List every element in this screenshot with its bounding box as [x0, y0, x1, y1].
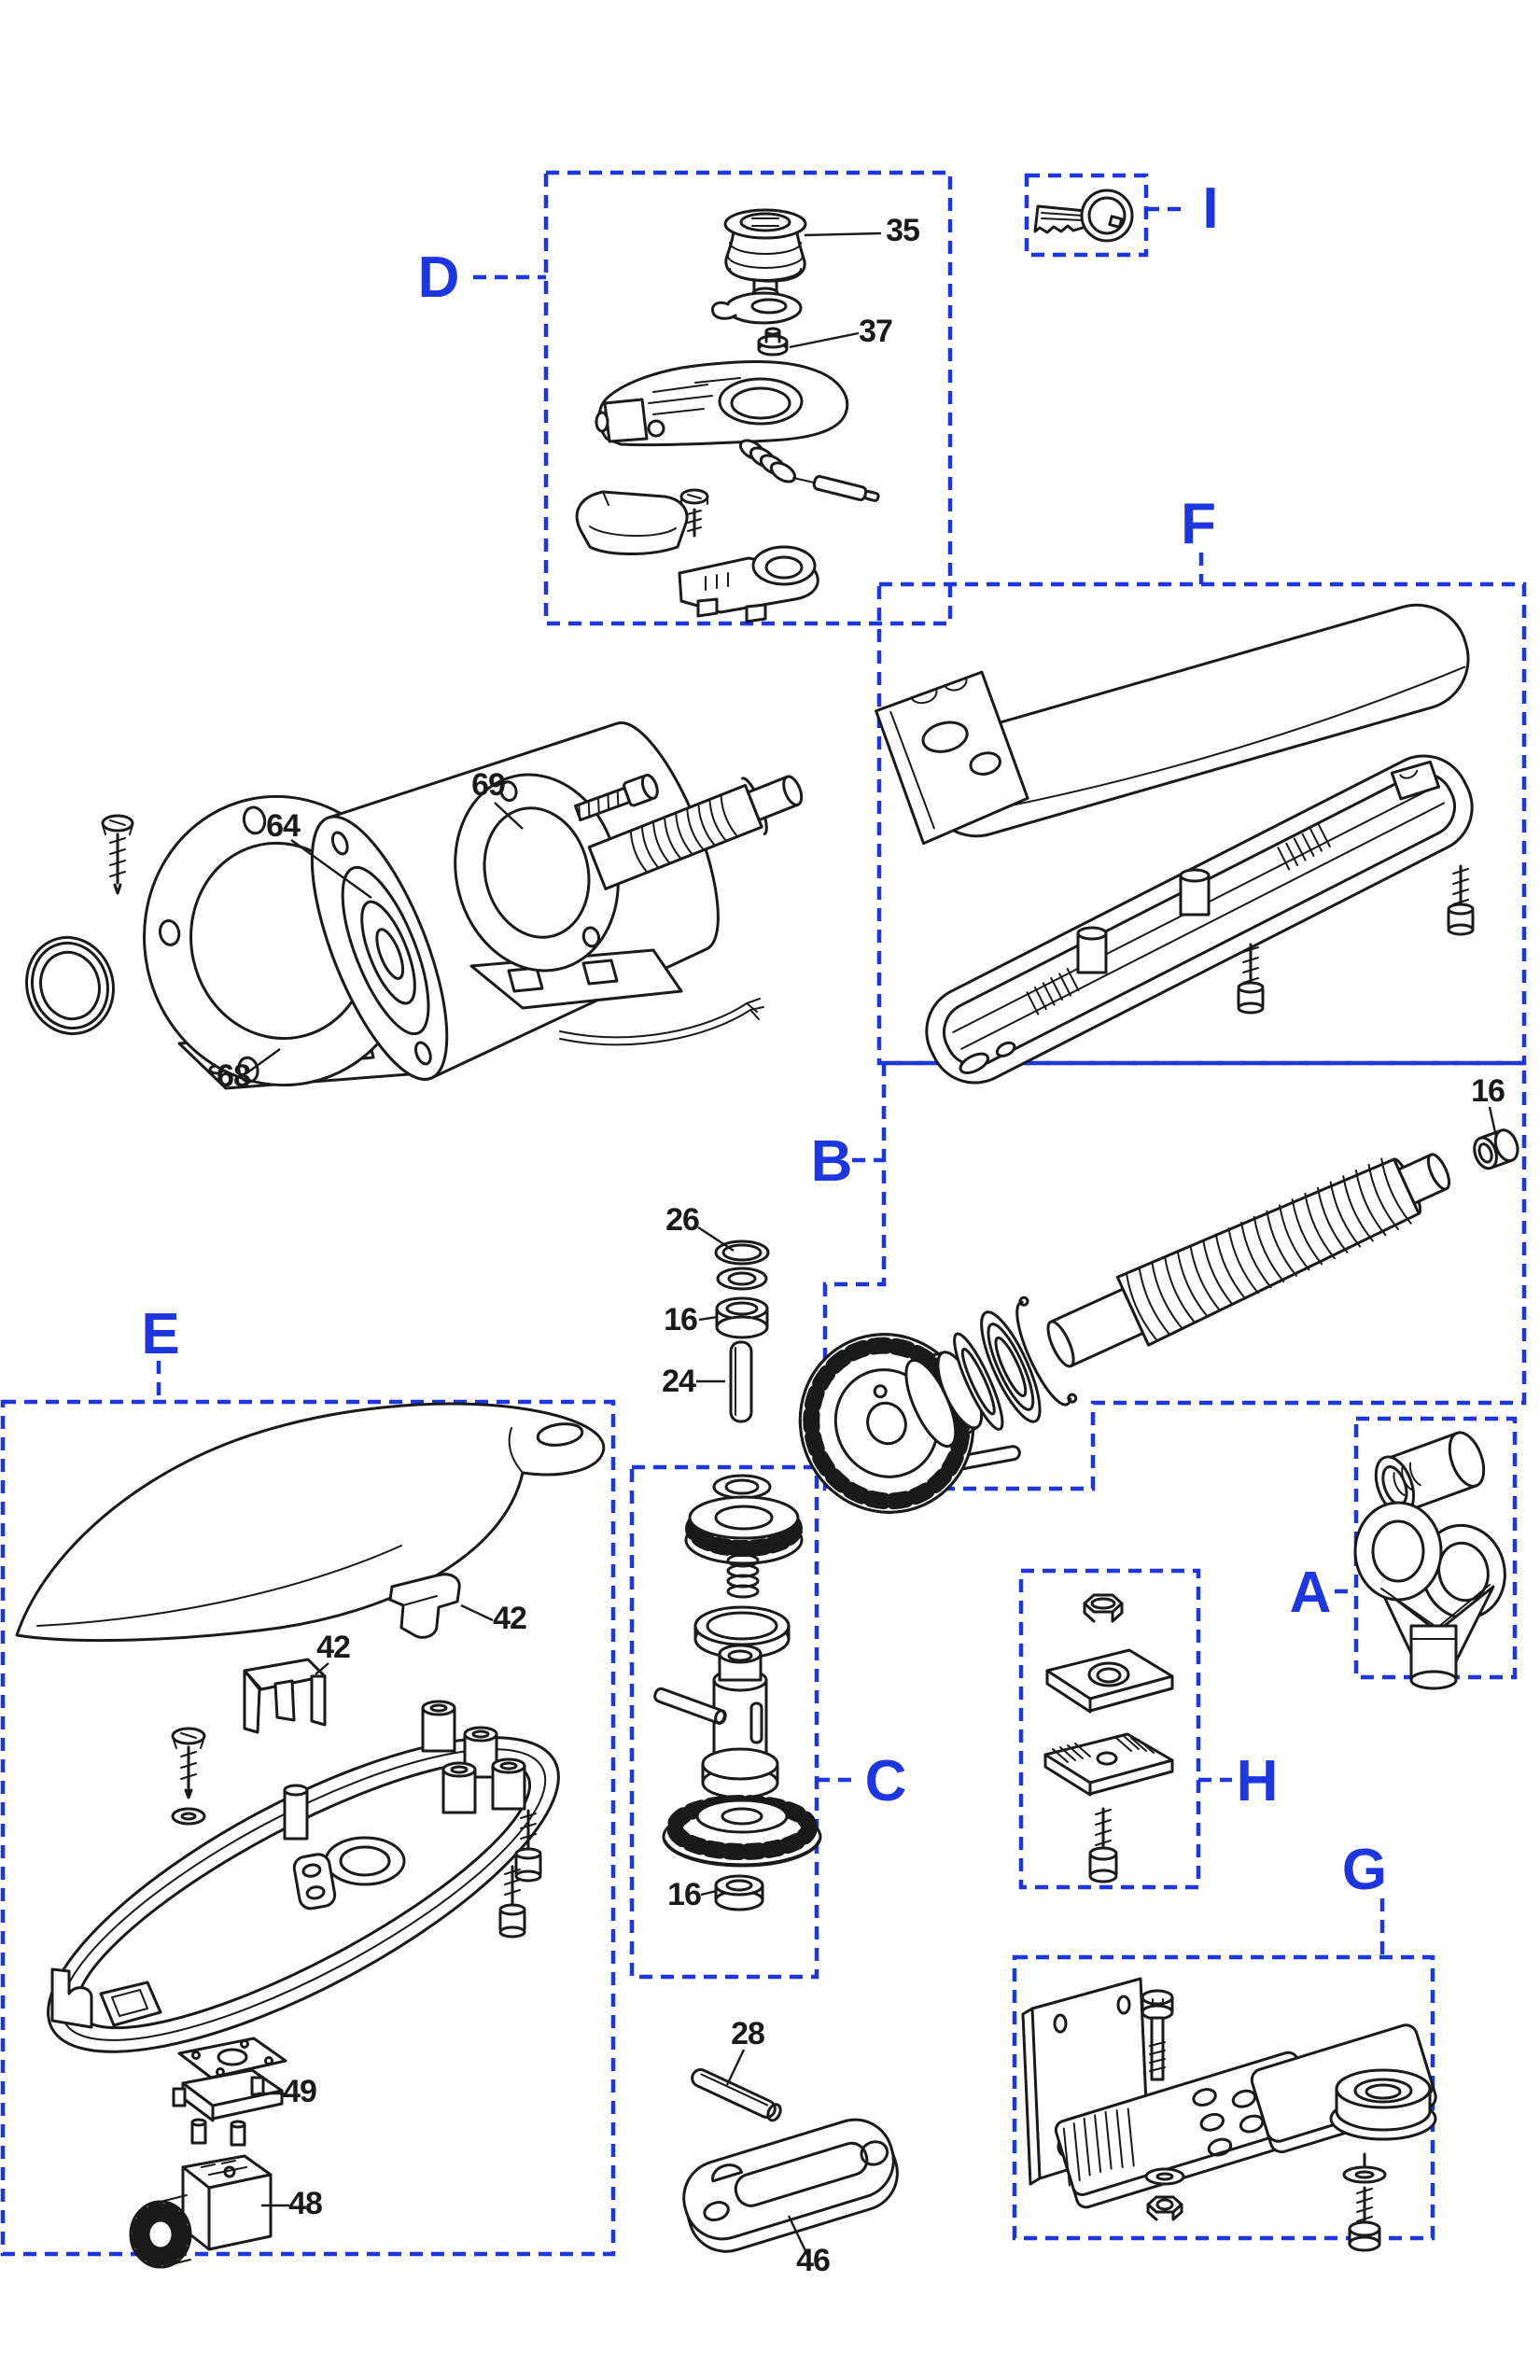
section-label-d: D — [418, 245, 460, 310]
section-label-a: A — [1290, 1561, 1332, 1625]
section-label-h: H — [1237, 1749, 1279, 1813]
part-label-69: 69 — [471, 767, 505, 803]
part-label-16-mid: 16 — [664, 1302, 697, 1337]
drawings — [15, 189, 1519, 2269]
cover-post — [1076, 868, 1211, 974]
part-label-42-left: 42 — [316, 1630, 350, 1665]
section-letters: A B C D E F G H I — [141, 176, 1387, 1902]
pivot-boss — [1329, 2068, 1437, 2141]
motor-drawing — [25, 721, 804, 1090]
gear-pin — [653, 1687, 727, 1725]
clevis-drawing — [1353, 1431, 1506, 1690]
actuator-body-drawing — [15, 1402, 606, 2269]
part-label-46: 46 — [796, 2243, 830, 2278]
clamp-42-left — [243, 1658, 327, 1734]
part-label-26: 26 — [665, 1202, 699, 1238]
section-label-i: I — [1202, 176, 1218, 241]
section-label-f: F — [1181, 492, 1216, 556]
part-label-28: 28 — [731, 2016, 764, 2051]
section-boxes — [0, 170, 1527, 2257]
part-label-35: 35 — [886, 213, 919, 248]
release-assembly-drawing — [575, 208, 880, 623]
housing-cover-drawing — [875, 603, 1475, 1085]
part-label-16-gear: 16 — [667, 1877, 701, 1912]
worm-shaft-drawing — [798, 1128, 1519, 1514]
part-label-68: 68 — [217, 1058, 250, 1094]
leader-lines — [245, 231, 1498, 2258]
flange-bolt-69 — [574, 774, 659, 822]
housing-screw — [1237, 864, 1475, 1015]
bracket-bolt — [1141, 1989, 1174, 2081]
section-box-d — [543, 170, 953, 626]
pan-screws — [171, 1727, 542, 1939]
section-box-b — [822, 1060, 1527, 1491]
part-label-37: 37 — [859, 314, 892, 349]
section-box-c — [629, 1464, 819, 1980]
section-box-h — [1018, 1568, 1201, 1890]
connector-48 — [129, 2154, 273, 2269]
gear-assembly-drawing — [653, 1474, 822, 1911]
part-label-48: 48 — [288, 2186, 322, 2221]
part-label-64: 64 — [266, 808, 301, 844]
mounting-brackets-drawing — [1021, 1977, 1437, 2252]
limit-switch-49 — [172, 2037, 287, 2147]
clevis-eye — [1353, 1501, 1506, 1690]
clamp-plates-drawing — [1043, 1593, 1174, 1883]
release-pin — [812, 474, 880, 502]
output-shaft — [701, 1644, 779, 1820]
pan-posts — [283, 1700, 526, 1841]
section-box-e — [0, 1399, 616, 2257]
section-label-b: B — [811, 1129, 853, 1194]
part-label-24: 24 — [662, 1364, 696, 1399]
section-label-e: E — [141, 1302, 179, 1366]
pin-and-fork-drawing — [682, 2068, 899, 2253]
part-number-labels: 35 37 64 69 68 16 26 16 24 42 42 49 48 1… — [217, 213, 1505, 2278]
section-label-g: G — [1342, 1838, 1387, 1902]
boss-bolt — [1348, 2152, 1381, 2252]
part-label-42-right: 42 — [493, 1601, 526, 1636]
motor-shaft — [587, 775, 804, 890]
part-label-16-shaft: 16 — [1471, 1073, 1505, 1109]
bushing-16-shaft — [1473, 1128, 1519, 1170]
small-parts-column — [714, 1239, 770, 1423]
key-drawing — [1033, 189, 1134, 243]
part-label-49: 49 — [283, 2074, 316, 2109]
clamp-42-right — [388, 1573, 461, 1639]
section-box-i — [1024, 173, 1149, 258]
section-label-c: C — [865, 1749, 907, 1813]
